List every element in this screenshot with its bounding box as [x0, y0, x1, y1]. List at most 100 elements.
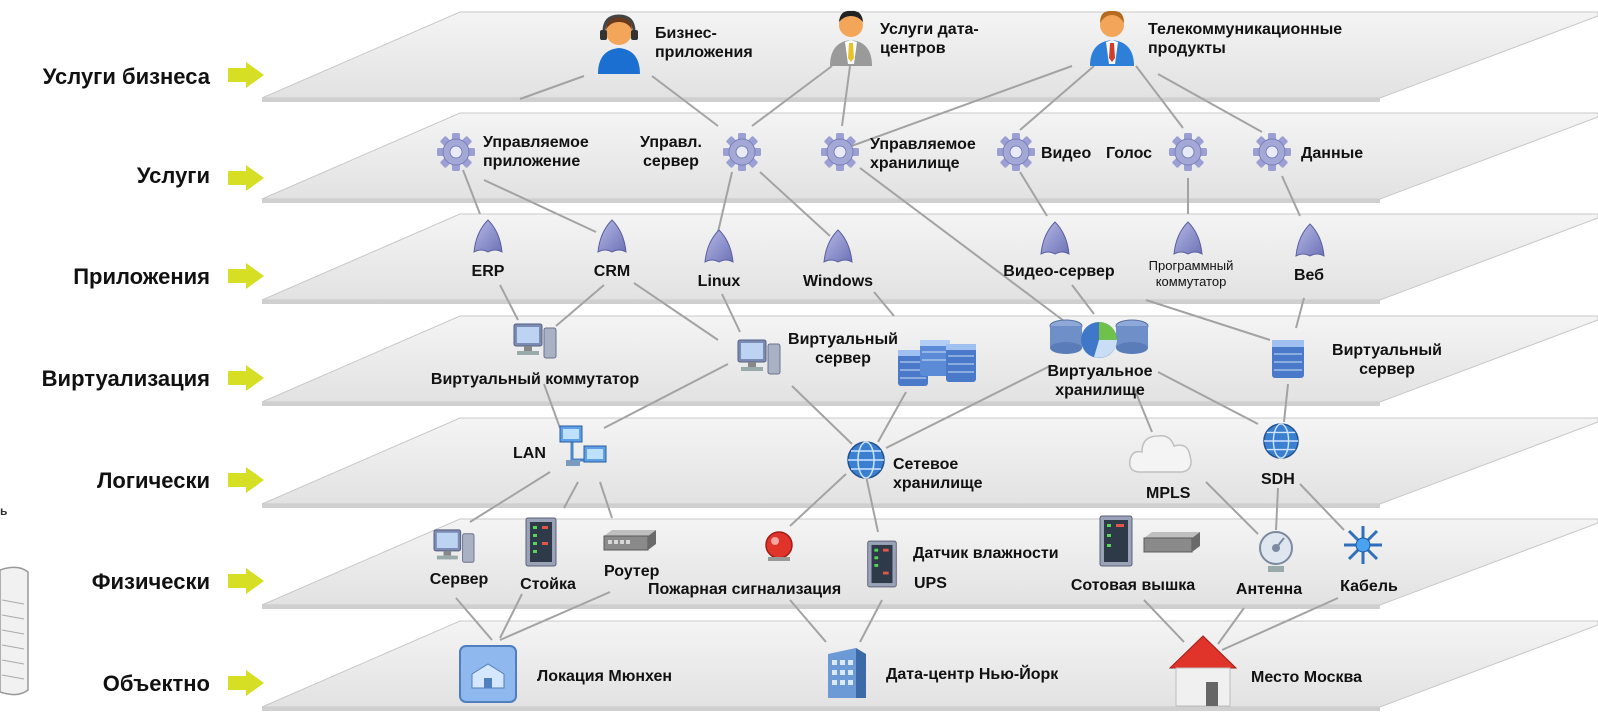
node-ny-dc: Дата-центр Нью-Йорк — [886, 666, 1059, 683]
person-business-icon — [1090, 10, 1134, 66]
connector-line — [859, 167, 1069, 325]
connector-line — [519, 75, 585, 100]
connector-line — [1019, 65, 1095, 131]
connector-line — [1157, 73, 1263, 133]
layer-plane — [261, 112, 1598, 200]
node-ups: UPS — [914, 575, 947, 592]
gear-icon — [1169, 133, 1207, 171]
layer-label-object: Объектно — [102, 671, 210, 696]
connector-line — [1133, 387, 1153, 433]
node-mpls: MPLS — [1146, 485, 1191, 502]
node-erp: ERP — [471, 263, 505, 280]
node-telecom-products: Телекоммуникационные продукты — [1148, 21, 1343, 57]
node-server: Сервер — [429, 571, 489, 588]
edge-text-fragment: ь — [0, 504, 8, 518]
node-fire-alarm: Пожарная сигнализация — [648, 581, 842, 598]
computer-icon — [737, 339, 781, 375]
connector-line — [633, 282, 719, 341]
gear-icon — [437, 133, 475, 171]
connector-line — [499, 591, 611, 641]
node-linux: Linux — [697, 273, 741, 290]
connector-line — [1019, 171, 1048, 217]
computer-icon — [433, 529, 475, 563]
database-edge-icon — [0, 566, 29, 696]
network-icon — [559, 425, 607, 466]
connector-line — [563, 481, 579, 509]
connector-line — [455, 597, 493, 641]
node-router: Роутер — [604, 563, 660, 580]
connector-line — [1221, 597, 1339, 651]
node-antenna: Антенна — [1235, 581, 1303, 598]
node-virtual-server-2: Виртуальный сервер — [1332, 342, 1442, 378]
antenna-icon — [1259, 531, 1293, 572]
router-icon — [603, 530, 656, 551]
node-cell-tower: Сотовая вышка — [1070, 577, 1196, 594]
node-data: Данные — [1301, 145, 1364, 162]
connector-line — [1135, 65, 1184, 129]
node-managed-server: Управл. сервер — [640, 134, 702, 170]
connector-line — [759, 171, 831, 237]
connector-line — [885, 365, 1051, 449]
building-icon — [828, 648, 866, 698]
node-dc-services: Услуги дата- центров — [880, 21, 979, 57]
layer-plane — [261, 620, 1598, 708]
node-managed-storage: Управляемое хранилище — [870, 136, 976, 172]
globe-icon — [847, 441, 885, 479]
arrow-icon — [228, 62, 264, 88]
arrow-icon — [228, 568, 264, 594]
arrow-icon — [228, 467, 264, 493]
connector-line — [873, 291, 895, 317]
node-lan: LAN — [513, 445, 546, 462]
connector-line — [1295, 297, 1305, 329]
node-virtual-switch: Виртуальный коммутатор — [430, 371, 640, 388]
connector-line — [499, 284, 519, 321]
connector-line — [603, 363, 729, 429]
arrow-icon — [228, 365, 264, 391]
connector-line — [865, 475, 879, 533]
node-sdh: SDH — [1261, 471, 1295, 488]
connector-line — [555, 284, 605, 327]
connector-line — [1275, 487, 1279, 531]
globe-icon — [1263, 423, 1299, 459]
connector-line — [877, 391, 907, 443]
gear-icon — [723, 133, 761, 171]
ups-icon — [867, 540, 897, 588]
node-video-server: Видео-сервер — [1003, 263, 1115, 280]
connector-line — [751, 65, 833, 127]
connector-line — [1299, 483, 1345, 531]
layer-plane-edge — [262, 199, 1380, 203]
server-stack-icon — [898, 340, 976, 386]
layer-plane-edge — [262, 707, 1380, 711]
storage-icon — [1049, 319, 1149, 358]
connector-line — [859, 599, 883, 643]
connector-line — [1071, 284, 1095, 315]
node-humidity-sensor: Датчик влажности — [913, 545, 1059, 562]
layer-label-physical: Физически — [91, 569, 210, 594]
server-icon — [1272, 340, 1304, 378]
node-virtual-storage: Виртуальное хранилище — [1047, 363, 1153, 399]
person-headset-icon — [598, 14, 640, 74]
layer-plane-edge — [262, 98, 1380, 102]
layer-plane — [261, 11, 1598, 99]
node-windows: Windows — [802, 273, 874, 290]
layer-label-virtualization: Виртуализация — [41, 366, 210, 391]
cloud-icon — [1128, 434, 1192, 473]
layer-plane-edge — [262, 504, 1380, 508]
connector-line — [1205, 481, 1259, 535]
connector-line — [845, 65, 1073, 149]
connector-line — [789, 599, 827, 643]
connector-line — [469, 471, 551, 523]
node-managed-app: Управляемое приложение — [483, 134, 589, 170]
arrow-icon — [228, 670, 264, 696]
house-icon — [1168, 635, 1238, 707]
cable-icon — [1344, 526, 1382, 564]
app-shape-icon — [1173, 221, 1203, 255]
node-network-storage: Сетевое хранилище — [893, 456, 983, 492]
layer-plane-edge — [262, 300, 1380, 304]
person-tie-icon — [830, 10, 872, 66]
connector-line — [791, 385, 853, 445]
connector-line — [543, 383, 561, 429]
connector-line — [1157, 371, 1259, 425]
computer-icon — [513, 323, 557, 359]
node-video: Видео — [1041, 145, 1092, 162]
